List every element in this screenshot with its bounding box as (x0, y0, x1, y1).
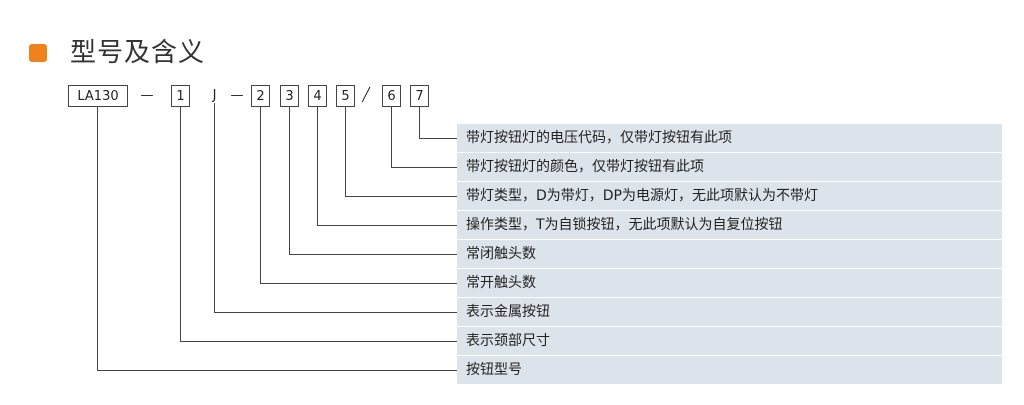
code-dash-1: — (140, 88, 154, 103)
description-row-model: 按钮型号 (457, 356, 1002, 384)
section-title: 型号及含义 (70, 38, 206, 68)
description-row-5: 带灯类型，D为带灯，DP为电源灯，无此项默认为不带灯 (457, 182, 1002, 210)
connector-7 (419, 107, 457, 139)
description-row-4: 操作类型，T为自锁按钮，无此项默认为自复位按钮 (457, 211, 1002, 239)
code-box-1: 1 (171, 85, 190, 107)
connector-4 (317, 107, 457, 226)
description-row-1: 表示颈部尺寸 (457, 327, 1002, 355)
connector-3 (289, 107, 457, 255)
connector-6 (391, 107, 457, 168)
code-model-box: LA130 (68, 85, 128, 107)
code-slash: ╱ (362, 88, 370, 103)
connector-j (214, 103, 457, 313)
description-row-2: 常开触头数 (457, 269, 1002, 297)
connector-2 (260, 107, 457, 284)
code-box-5: 5 (336, 85, 355, 107)
code-box-4: 4 (308, 85, 327, 107)
connector-model (97, 107, 457, 371)
code-box-6: 6 (382, 85, 401, 107)
code-box-3: 3 (280, 85, 299, 107)
code-dash-2: — (230, 88, 244, 103)
connector-5 (345, 107, 457, 197)
code-letter-j: J (212, 88, 217, 103)
title-square-icon (29, 44, 47, 62)
connector-1 (180, 107, 457, 342)
description-row-3: 常闭触头数 (457, 240, 1002, 268)
code-box-7: 7 (410, 85, 429, 107)
description-row-j: 表示金属按钮 (457, 298, 1002, 326)
code-box-2: 2 (251, 85, 270, 107)
description-row-6: 带灯按钮灯的颜色，仅带灯按钮有此项 (457, 153, 1002, 181)
description-row-7: 带灯按钮灯的电压代码，仅带灯按钮有此项 (457, 124, 1002, 152)
